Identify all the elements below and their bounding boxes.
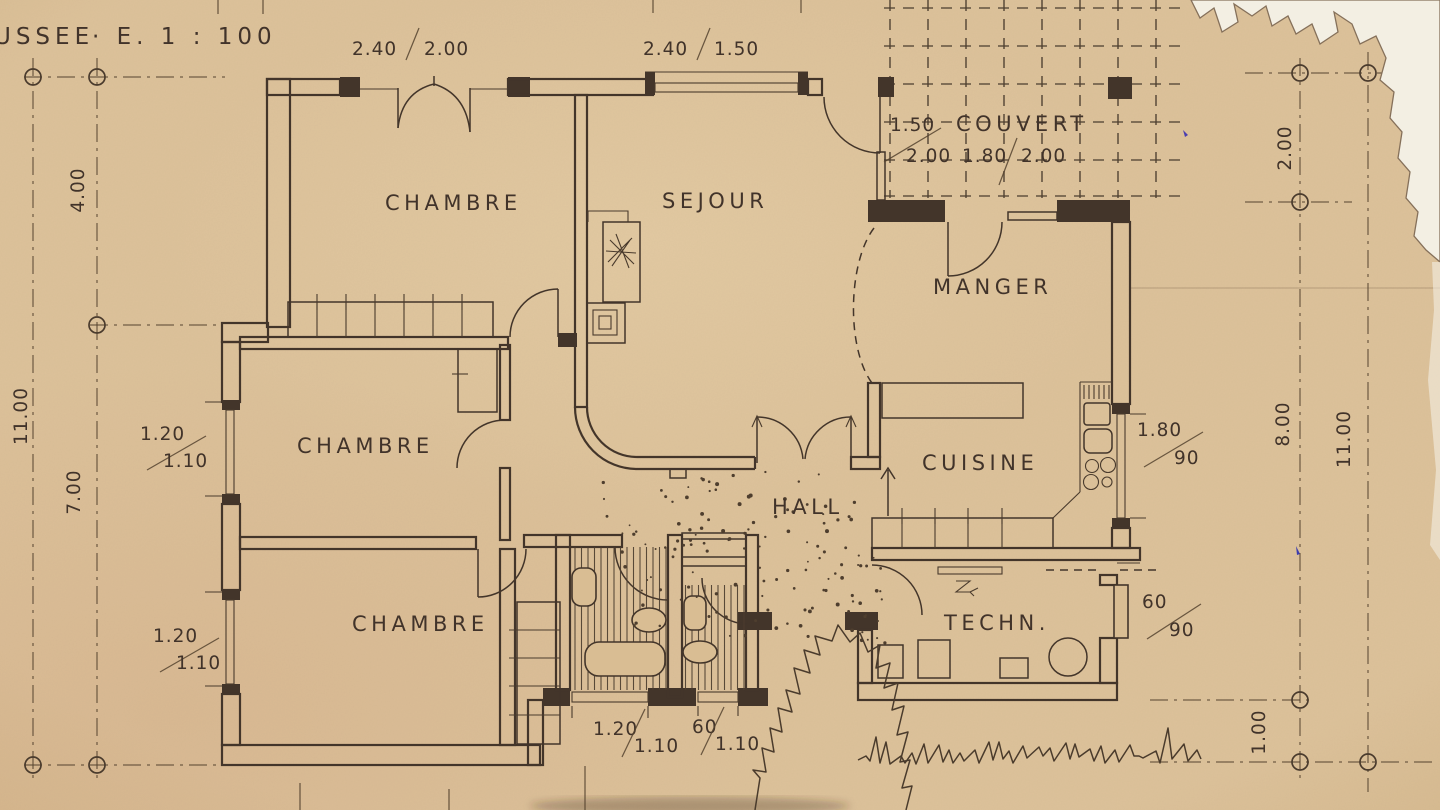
room-label-couvert: COUVERT <box>956 112 1088 136</box>
window-bath <box>571 691 649 703</box>
kitchen-appliances <box>1079 381 1117 492</box>
pergola-post <box>1108 77 1132 99</box>
window-left-bottom <box>225 599 235 685</box>
door-sejour-entry <box>823 96 881 154</box>
window-wc <box>697 691 739 703</box>
room-label-chambre-top: CHAMBRE <box>385 191 522 215</box>
windows <box>225 71 1126 703</box>
dim-kitchen-b: 90 <box>1174 448 1200 469</box>
dim-couvert-left-b: 2.00 <box>906 146 951 167</box>
scale-label: · E. 1 : 100 <box>92 24 277 50</box>
oven-icon <box>1083 428 1113 454</box>
room-label-cuisine: CUISINE <box>922 451 1038 475</box>
fixtures <box>287 210 1117 745</box>
fireplace <box>586 302 626 344</box>
tree-outline <box>752 624 913 810</box>
wc-sink-icon <box>683 595 707 631</box>
kitchen-counter <box>871 491 1081 549</box>
bath-sink-icon <box>571 567 597 607</box>
dim-wc-b: 1.10 <box>715 734 760 755</box>
dim-bath-b: 1.10 <box>634 736 679 757</box>
window-left-mid <box>225 409 235 495</box>
axis-left-bottom: 7.00 <box>64 469 85 514</box>
axis-right-bottom: 1.00 <box>1249 709 1270 754</box>
dim-kitchen-a: 1.80 <box>1137 420 1182 441</box>
door-chambre-mid <box>456 419 506 469</box>
dim-bath-a: 1.20 <box>593 719 638 740</box>
hall-stipple-dots <box>601 470 887 645</box>
door-techn-exterior <box>1113 584 1129 639</box>
paper-smudge <box>530 797 850 810</box>
axis-right-top: 2.00 <box>1275 125 1296 170</box>
bath-toilet-icon <box>631 607 667 633</box>
axis-right-outer: 11.00 <box>1334 410 1355 468</box>
room-label-techn: TECHN. <box>943 611 1050 635</box>
door-chambre-top <box>509 288 559 338</box>
dim-topleft-b: 2.00 <box>424 39 469 60</box>
room-label-manger: MANGER <box>933 275 1052 299</box>
dim-techn-b: 90 <box>1169 620 1195 641</box>
pergola-grid <box>884 0 1188 198</box>
room-label-chambre-mid: CHAMBRE <box>297 434 434 458</box>
dim-sejour-b: 1.50 <box>714 39 759 60</box>
axis-node-circles <box>24 64 1377 774</box>
dim-leftmid-a: 1.20 <box>140 424 185 445</box>
vegetation <box>752 624 1202 810</box>
labels: USSEE · E. 1 : 100 CHAMBRE SEJOUR MANGER… <box>0 24 1355 758</box>
axis-right-mid: 8.00 <box>1273 401 1294 446</box>
room-label-sejour: SEJOUR <box>662 189 768 213</box>
window-kitchen <box>1116 413 1126 519</box>
armoire-chambre-mid <box>452 348 498 413</box>
entry-arrow-icon <box>880 466 896 516</box>
axis-left-outer: 11.00 <box>11 387 32 445</box>
double-door-hall <box>751 414 857 463</box>
dimension-grid <box>24 0 1436 810</box>
ink-speck <box>1183 130 1188 137</box>
dim-wc-a: 60 <box>692 717 718 738</box>
room-label-chambre-bottom: CHAMBRE <box>352 612 489 636</box>
ink-speck <box>1296 546 1300 555</box>
dim-topleft-a: 2.40 <box>352 39 397 60</box>
torn-paper-corner <box>1183 0 1440 560</box>
axis-left-top: 4.00 <box>68 167 89 212</box>
sink-icon <box>1083 402 1111 426</box>
dim-leftbot-a: 1.20 <box>153 626 198 647</box>
techn-equipment <box>877 566 1088 679</box>
bathtub-icon <box>584 641 666 677</box>
title-fragment: USSEE <box>0 24 94 50</box>
wc-toilet-icon <box>682 640 718 664</box>
room-label-hall: HALL <box>772 495 844 519</box>
french-door-chambre-top <box>360 76 508 133</box>
planter <box>587 210 641 303</box>
z-arrow-symbol <box>954 580 979 597</box>
dim-leftbot-b: 1.10 <box>176 653 221 674</box>
closet-row-chambre-top <box>287 294 494 338</box>
door-chambre-bottom <box>477 548 527 598</box>
kitchen-island <box>881 382 1024 419</box>
dim-leftmid-b: 1.10 <box>163 451 208 472</box>
door-techn <box>871 564 923 616</box>
dim-couvert-a: 1.80 <box>962 146 1007 167</box>
dim-techn-a: 60 <box>1142 592 1168 613</box>
dim-sejour-a: 2.40 <box>643 39 688 60</box>
door-manger-entry <box>947 221 1003 277</box>
shrub-outline <box>857 727 1202 765</box>
boiler-icon <box>1048 637 1088 677</box>
window-sejour <box>645 71 808 95</box>
dim-couvert-left-a: 1.50 <box>890 115 935 136</box>
open-boundary-dashed-arc <box>852 227 875 384</box>
dim-couvert-b: 2.00 <box>1021 146 1066 167</box>
closet-column <box>509 601 561 745</box>
hob-burners-icon <box>1082 456 1117 491</box>
